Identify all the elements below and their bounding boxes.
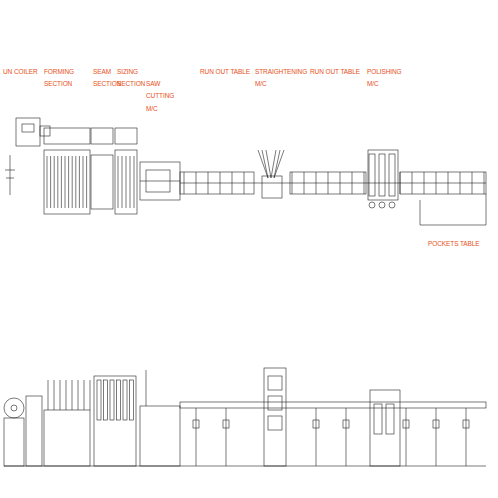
elevation-view <box>4 368 486 466</box>
section-label: POCKETS TABLE <box>428 238 488 250</box>
section-label: SEAM SECTION <box>93 66 115 91</box>
section-label: POLISHING M/C <box>367 66 403 91</box>
section-label: FORMING SECTION <box>44 66 92 91</box>
section-label: RUN OUT TABLE <box>200 66 256 78</box>
plan-view <box>5 118 486 225</box>
section-label: STRAIGHTENING M/C <box>255 66 299 91</box>
section-label: UN COILER <box>3 66 43 78</box>
section-label: SIZING SECTION <box>117 66 143 91</box>
section-label: SAW CUTTING M/C <box>146 78 180 115</box>
section-label: RUN OUT TABLE <box>310 66 366 78</box>
